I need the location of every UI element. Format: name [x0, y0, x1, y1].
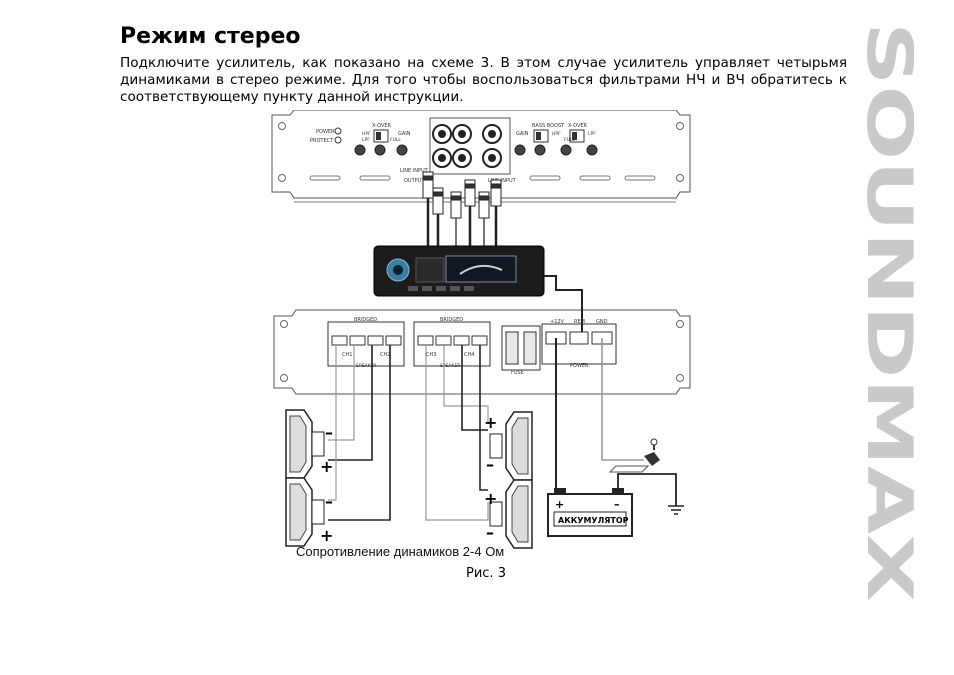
brand-logo-text: SOUNDMAX: [853, 22, 914, 602]
paragraph-line-3: соответствующему пункту данной инструкци…: [120, 89, 464, 105]
battery-plus: +: [555, 498, 564, 511]
speaker-wires: [328, 345, 489, 521]
battery-label: АККУМУЛЯТОР: [558, 516, 629, 525]
ch2-label: CH2: [380, 352, 390, 358]
polarity-plus-rr: +: [484, 489, 497, 508]
line-input-label-left: LINE INPUT: [400, 168, 429, 174]
speaker-label-left: SPEAKER: [356, 363, 376, 369]
brand-logo: SOUNDMAX: [853, 22, 914, 602]
power-led: [334, 127, 342, 135]
figure-caption: Рис. 3: [466, 566, 506, 581]
bass-boost-label: BASS BOOST: [532, 123, 565, 129]
rem-label: REM: [574, 319, 585, 325]
output-label: OUTPUT: [404, 178, 425, 184]
polarity-plus-fl: +: [320, 457, 333, 476]
protect-led: [334, 136, 342, 144]
ch1-label: CH1: [342, 352, 352, 358]
polarity-minus-fr: –: [486, 455, 494, 474]
hpf-label-left: HPF: [362, 131, 371, 137]
connection-diagram: POWER PROTECT X-OVER HPF LPF FULL GAIN L…: [271, 110, 691, 549]
knob-freq-right: [560, 144, 572, 156]
intro-paragraph: Подключите усилитель, как показано на сх…: [120, 55, 847, 106]
ground-wire: [601, 338, 644, 461]
gnd-label: GND: [596, 319, 608, 325]
speakers-impedance-caption: Сопротивление динамиков 2-4 Ом: [296, 544, 505, 559]
knob-freq2-left: [374, 144, 386, 156]
polarity-plus-rl: +: [320, 526, 333, 545]
paragraph-line-1: Подключите усилитель, как показано на сх…: [120, 55, 847, 71]
xover-label-right: X-OVER: [568, 123, 588, 129]
power-label-bottom: POWER: [570, 363, 589, 369]
xover-label-left: X-OVER: [372, 123, 392, 129]
gain-label-left: GAIN: [398, 131, 411, 137]
knob-freq2-right: [586, 144, 598, 156]
bridged-label-right: BRIDGED: [440, 317, 463, 323]
gain-label-right: GAIN: [516, 131, 529, 137]
ch4-label: CH4: [464, 352, 474, 358]
lpf-label-right: LPF: [588, 131, 596, 137]
ch3-label: CH3: [426, 352, 436, 358]
plus12v-label: +12V: [550, 319, 565, 325]
polarity-minus-rl: –: [325, 492, 333, 511]
line-input-label-right: LINE INPUT: [488, 178, 517, 184]
polarity-minus-fl: –: [325, 423, 333, 442]
knob-bass-right: [534, 144, 546, 156]
speaker-label-right: SPEAKER: [440, 363, 460, 369]
knob-gain-right: [514, 144, 526, 156]
amplifier-top-panel: POWER PROTECT X-OVER HPF LPF FULL GAIN L…: [271, 110, 691, 203]
full-label-left: FULL: [390, 137, 401, 143]
paragraph-line-2: динамиками в стерео режиме. Для того что…: [120, 72, 847, 88]
speaker-rear-left: [285, 477, 325, 547]
power-led-label: POWER: [316, 129, 335, 135]
fuse-label: FUSE: [511, 370, 524, 376]
battery: + – АККУМУЛЯТОР: [547, 488, 633, 537]
hpf-label-right: HPF: [552, 131, 561, 137]
knob-freq-left: [354, 144, 366, 156]
battery-ground-wire: [617, 473, 677, 506]
head-unit: [373, 245, 545, 297]
amplifier-bottom-panel: BRIDGED CH1 CH2 SPEAKER BRIDGED CH3 CH4 …: [273, 309, 691, 395]
ground-symbol-icon: [668, 505, 684, 515]
page-title: Режим стерео: [120, 24, 301, 49]
polarity-plus-fr: +: [484, 413, 497, 432]
full-label-right: FULL: [564, 137, 575, 143]
remote-wire: [544, 275, 583, 332]
polarity-minus-rr: –: [486, 523, 494, 542]
battery-minus: –: [614, 498, 620, 511]
rca-cables: [422, 171, 502, 248]
knob-gain-left: [396, 144, 408, 156]
chassis-ground-icon: [608, 438, 660, 473]
rca-input-jacks: [429, 117, 511, 175]
protect-led-label: PROTECT: [310, 138, 334, 144]
speaker-front-left: [285, 409, 325, 479]
speaker-rear-right: [489, 479, 533, 549]
bridged-label-left: BRIDGED: [354, 317, 377, 323]
lpf-label-left: LPF: [362, 137, 370, 143]
